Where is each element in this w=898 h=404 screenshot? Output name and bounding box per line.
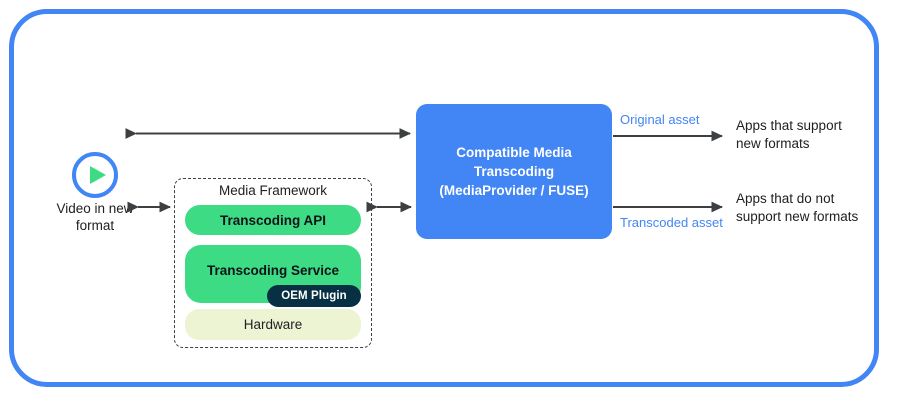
- play-circle-icon: [71, 151, 119, 199]
- apps-no-support-label: Apps that do not support new formats: [736, 191, 859, 224]
- compatible-media-transcoding-box: Compatible Media Transcoding (MediaProvi…: [416, 104, 612, 239]
- transcoded-asset-label: Transcoded asset: [620, 215, 723, 230]
- transcoding-api-box: Transcoding API: [185, 205, 361, 235]
- hardware-box: Hardware: [185, 309, 361, 340]
- source-label: Video in new format: [56, 201, 134, 233]
- media-framework-title: Media Framework: [218, 183, 328, 198]
- compatible-media-transcoding-label: Compatible Media Transcoding (MediaProvi…: [439, 143, 588, 200]
- media-framework-container: [174, 178, 372, 348]
- cmt-line-3: (MediaProvider / FUSE): [439, 183, 589, 198]
- apps-support-label: Apps that support new formats: [736, 118, 842, 151]
- hardware-label: Hardware: [243, 317, 303, 332]
- outer-frame-border: [9, 9, 879, 387]
- transcoding-api-label: Transcoding API: [219, 212, 327, 228]
- original-asset-label: Original asset: [620, 112, 700, 127]
- cmt-line-2: Transcoding: [473, 164, 555, 179]
- transcoding-service-label: Transcoding Service: [206, 263, 340, 278]
- oem-plugin-label: OEM Plugin: [281, 290, 347, 302]
- cmt-line-1: Compatible Media: [456, 145, 572, 160]
- oem-plugin-badge: OEM Plugin: [267, 285, 361, 307]
